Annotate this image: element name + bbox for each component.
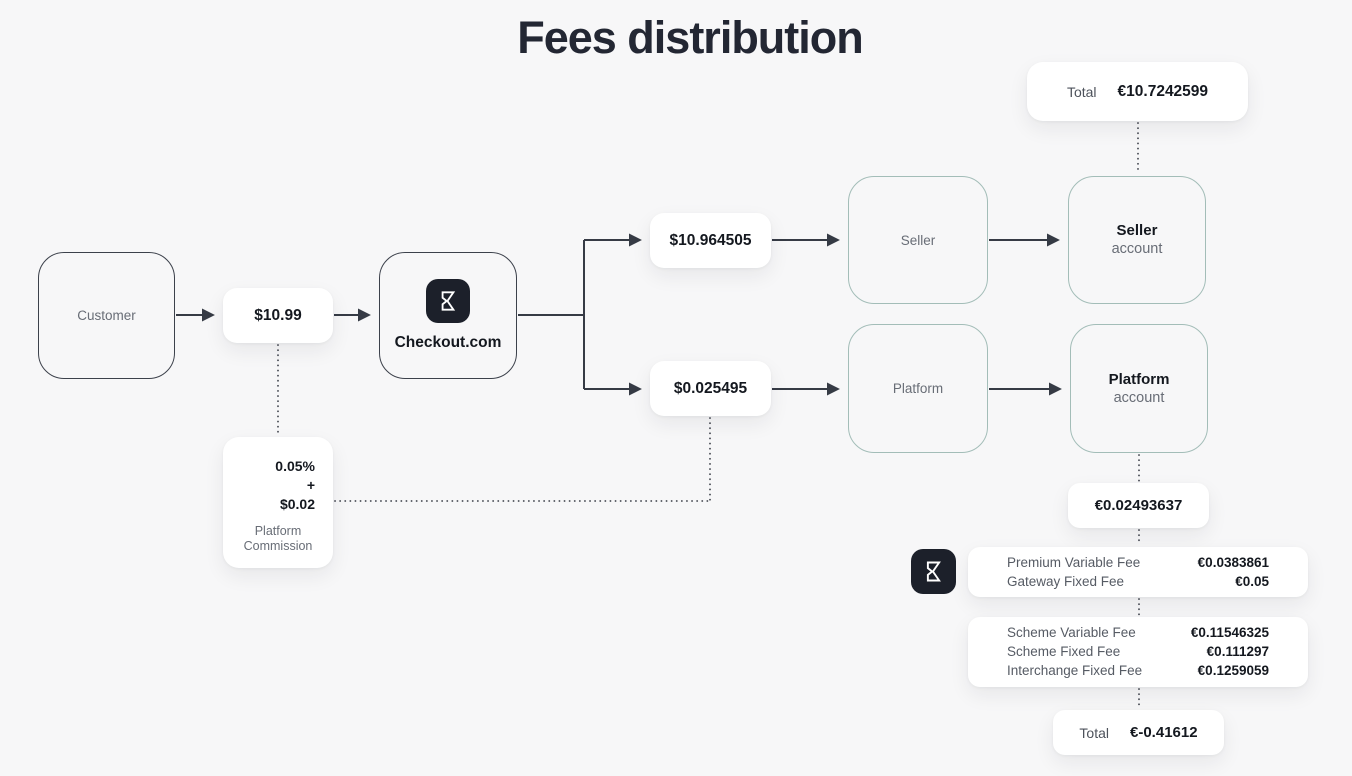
- fee-value: €0.05: [1235, 573, 1269, 589]
- seller-total-label: Total: [1066, 83, 1097, 100]
- platform-amount-chip: $0.025495: [650, 361, 771, 416]
- platform-node: Platform: [848, 324, 988, 453]
- platform-account-node: Platform account: [1070, 324, 1208, 453]
- seller-amount-chip: $10.964505: [650, 213, 771, 268]
- fee-row: Interchange Fixed Fee €0.1259059: [968, 663, 1308, 679]
- seller-label: Seller: [900, 232, 936, 248]
- seller-account-node: Seller account: [1068, 176, 1206, 304]
- seller-total-chip: Total €10.7242599: [1027, 62, 1248, 121]
- seller-node: Seller: [848, 176, 988, 304]
- platform-commission-chip: 0.05% + $0.02 Platform Commission: [223, 437, 333, 568]
- checkout-logo-icon: [426, 279, 470, 323]
- commission-rate: 0.05%: [275, 458, 315, 474]
- fee-label: Interchange Fixed Fee: [1007, 663, 1143, 678]
- payment-amount-chip: $10.99: [223, 288, 333, 343]
- fee-label: Premium Variable Fee: [1007, 554, 1141, 570]
- fee-label: Gateway Fixed Fee: [1007, 573, 1125, 589]
- fee-label: Scheme Fixed Fee: [1007, 644, 1121, 659]
- platform-total-value: €-0.41612: [1130, 724, 1198, 741]
- platform-account-title: Platform: [1108, 370, 1170, 388]
- fee-row: Gateway Fixed Fee €0.05: [968, 574, 1308, 590]
- fee-row: Scheme Fixed Fee €0.111297: [968, 644, 1308, 660]
- platform-net-chip: €0.02493637: [1068, 483, 1209, 528]
- seller-account-title: Seller: [1116, 222, 1158, 239]
- platform-total-label: Total: [1079, 724, 1109, 741]
- fee-row: Premium Variable Fee €0.0383861: [968, 555, 1308, 571]
- platform-label: Platform: [892, 381, 944, 396]
- customer-node: Customer: [38, 252, 175, 379]
- checkout-label: Checkout.com: [394, 334, 502, 351]
- commission-fixed: $0.02: [279, 496, 315, 512]
- checkout-node: Checkout.com: [379, 252, 517, 379]
- commission-plus: +: [306, 477, 315, 493]
- customer-label: Customer: [77, 308, 136, 323]
- payment-amount-value: $10.99: [254, 306, 302, 324]
- scheme-fees-chip: Scheme Variable Fee €0.11546325 Scheme F…: [968, 617, 1308, 687]
- platform-account-subtitle: account: [1113, 389, 1165, 406]
- checkout-logo-icon: [911, 549, 956, 594]
- platform-amount-value: $0.025495: [673, 379, 748, 397]
- fee-value: €0.111297: [1206, 644, 1269, 659]
- seller-account-subtitle: account: [1111, 241, 1163, 257]
- platform-net-value: €0.02493637: [1094, 497, 1183, 514]
- gateway-fees-chip: Premium Variable Fee €0.0383861 Gateway …: [968, 547, 1308, 597]
- fee-value: €0.0383861: [1197, 554, 1269, 570]
- fee-value: €0.1259059: [1197, 663, 1269, 678]
- fee-value: €0.11546325: [1190, 625, 1269, 640]
- fee-label: Scheme Variable Fee: [1007, 625, 1136, 640]
- fee-row: Scheme Variable Fee €0.11546325: [968, 625, 1308, 641]
- seller-total-value: €10.7242599: [1117, 82, 1209, 100]
- commission-label: Platform Commission: [243, 524, 313, 553]
- seller-amount-value: $10.964505: [669, 231, 752, 249]
- platform-total-chip: Total €-0.41612: [1053, 710, 1224, 755]
- page-title: Fees distribution: [517, 12, 864, 63]
